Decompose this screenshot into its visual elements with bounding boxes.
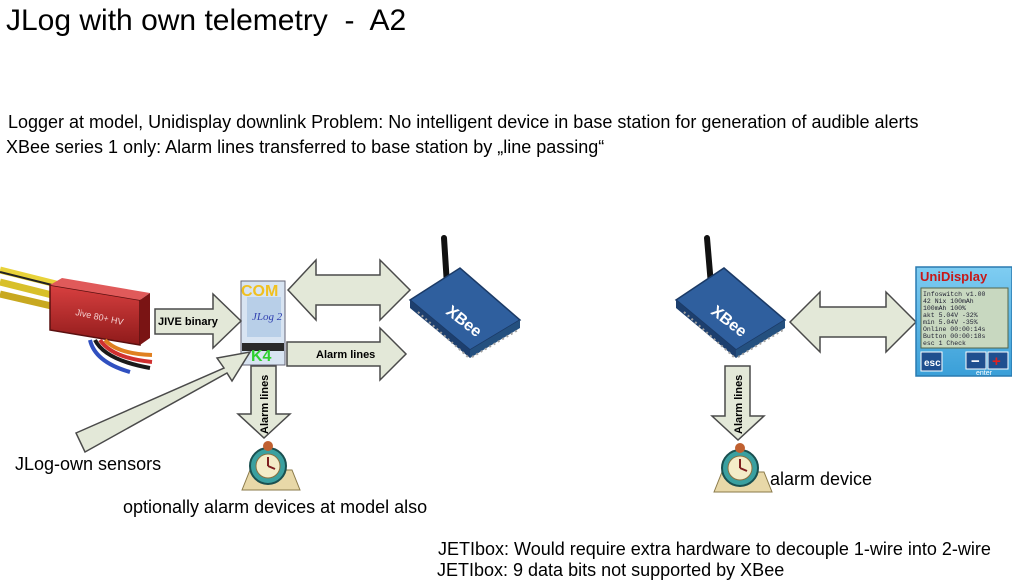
- jetibox-note-2: JETIbox: 9 data bits not supported by XB…: [437, 560, 785, 580]
- xbee-module-1-image: XBee: [408, 235, 522, 358]
- unidisplay-screen-line-3: 100mAh 100%: [923, 305, 966, 312]
- alarm-lines-v2-label: Alarm lines: [733, 375, 745, 434]
- jlog-xbee-double-arrow: [286, 258, 412, 322]
- unidisplay-brand: UniDisplay: [920, 269, 988, 284]
- xbee-module-2-image: XBee: [674, 235, 787, 358]
- alarm-lines-v1-label: Alarm lines: [259, 375, 271, 434]
- sensors-diagonal-arrow: [74, 350, 252, 454]
- xbee-unidisplay-double-arrow: [788, 290, 918, 354]
- unidisplay-esc-key: esc: [924, 358, 941, 369]
- unidisplay-screen-line-7: Button 00:00:18s: [923, 333, 986, 340]
- subtitle-line-2: XBee series 1 only: Alarm lines transfer…: [6, 137, 605, 157]
- unidisplay-screen-line-5: min 5.04V -35%: [923, 319, 978, 326]
- alarm-lines-horizontal-arrow: Alarm lines: [286, 326, 408, 382]
- alarm-clock-2-image: [713, 443, 773, 493]
- jlog-sensors-label: JLog-own sensors: [15, 454, 162, 474]
- k4-port-label: K4: [251, 348, 272, 365]
- jlog-label: JLog 2: [252, 311, 283, 323]
- unidisplay-enter-label: enter: [976, 370, 993, 377]
- alarm-lines-h-label: Alarm lines: [316, 349, 375, 361]
- jlog-device-image: JLog 2 COM K4: [240, 280, 286, 366]
- unidisplay-screen-line-4: akt 5.04V -32%: [923, 312, 978, 319]
- alarm-clock-1-image: [241, 441, 301, 491]
- unidisplay-screen-line-6: Online 00:00:14s: [923, 326, 986, 333]
- optional-alarm-label: optionally alarm devices at model also: [123, 497, 428, 517]
- alarm-lines-vertical-arrow-1: Alarm lines: [236, 365, 292, 440]
- page-title: JLog with own telemetry - A2: [6, 4, 407, 37]
- unidisplay-screen-line-8: esc 1 Check: [923, 340, 966, 347]
- alarm-device-label: alarm device: [770, 469, 873, 489]
- unidisplay-plus-key: +: [992, 353, 1001, 370]
- subtitle-line-1: Logger at model, Unidisplay downlink Pro…: [8, 112, 919, 132]
- jive-binary-label: JIVE binary: [158, 316, 219, 328]
- com-port-label: COM: [241, 283, 278, 300]
- unidisplay-screen-line-2: 42 Nix 100mAh: [923, 298, 974, 305]
- unidisplay-screen-line-1: Infoswitch v1.00: [923, 291, 986, 298]
- esc-controller-image: Jive 80+ HV: [0, 263, 155, 376]
- jetibox-note-1: JETIbox: Would require extra hardware to…: [438, 539, 991, 559]
- unidisplay-minus-key: −: [971, 353, 980, 370]
- alarm-lines-vertical-arrow-2: Alarm lines: [710, 365, 766, 442]
- jive-binary-arrow: JIVE binary: [154, 292, 243, 350]
- unidisplay-device-image: UniDisplay Infoswitch v1.00 42 Nix 100mA…: [915, 266, 1012, 377]
